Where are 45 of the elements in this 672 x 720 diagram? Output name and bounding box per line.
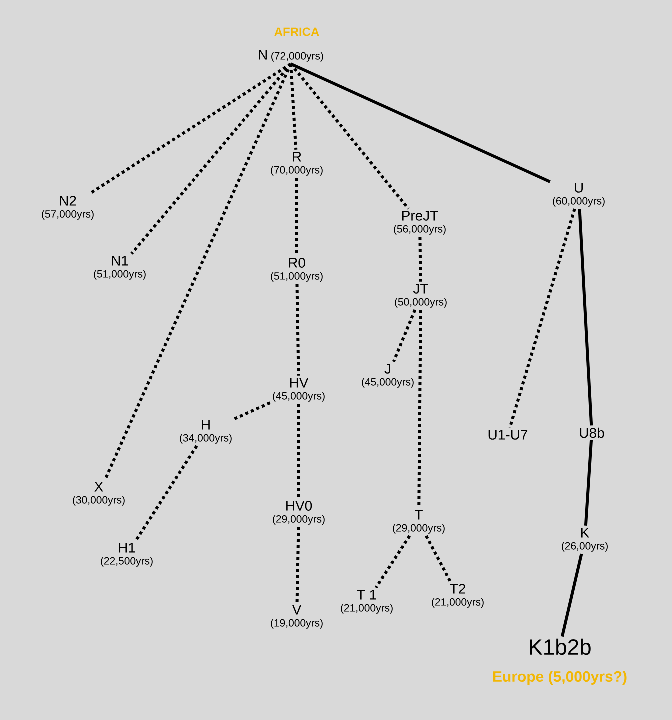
haplogroup-label: U1-U7 bbox=[488, 430, 528, 440]
branch-line bbox=[104, 64, 292, 481]
haplogroup-label: T (29,000yrs) bbox=[393, 510, 445, 534]
branch-line bbox=[134, 445, 198, 542]
branch-line bbox=[290, 64, 298, 150]
haplogroup-label: U (60,000yrs) bbox=[553, 183, 605, 207]
branch-line bbox=[584, 440, 594, 526]
branch-line bbox=[392, 310, 417, 362]
branch-line bbox=[374, 535, 412, 589]
region-label: AFRICA bbox=[274, 28, 320, 36]
haplogroup-label: T 1 (21,000yrs) bbox=[341, 590, 393, 614]
branch-line bbox=[298, 404, 300, 499]
branch-line bbox=[130, 63, 292, 255]
branch-line bbox=[425, 535, 452, 583]
branch-line bbox=[578, 209, 594, 426]
haplogroup-label: V (19,000yrs) bbox=[271, 605, 323, 629]
haplogroup-label: J (45,000yrs) bbox=[362, 364, 414, 388]
branch-line bbox=[418, 237, 422, 282]
branch-line bbox=[290, 63, 410, 210]
haplogroup-label: HV0 (29,000yrs) bbox=[273, 501, 325, 525]
region-label: Europe (5,000yrs?) bbox=[493, 671, 627, 685]
haplogroup-label: N (72,000yrs) bbox=[259, 50, 324, 62]
haplogroup-label: K (26,00yrs) bbox=[562, 528, 608, 552]
haplogroup-label: X (30,000yrs) bbox=[73, 482, 125, 506]
branch-line bbox=[234, 402, 271, 420]
haplogroup-label: N1 (51,000yrs) bbox=[94, 256, 146, 280]
haplogroup-label: R (70,000yrs) bbox=[271, 152, 323, 176]
haplogroup-label: H (34,000yrs) bbox=[180, 420, 232, 444]
branch-line bbox=[508, 208, 576, 428]
branch-line bbox=[89, 62, 292, 196]
branch-line bbox=[418, 310, 422, 508]
haplogroup-label: H1 (22,500yrs) bbox=[101, 543, 153, 567]
haplogroup-label: K1b2b bbox=[530, 638, 591, 656]
haplogroup-label: T2 (21,000yrs) bbox=[432, 584, 484, 608]
haplogroup-label: N2 (57,000yrs) bbox=[42, 196, 94, 220]
branch-line bbox=[560, 554, 584, 638]
branch-line bbox=[296, 284, 300, 376]
haplogroup-label: JT (50,000yrs) bbox=[395, 284, 447, 308]
haplogroup-label: R0 (51,000yrs) bbox=[271, 258, 323, 282]
haplogroup-label: U8b bbox=[580, 428, 604, 438]
branch-line bbox=[296, 527, 300, 603]
branch-line bbox=[296, 178, 298, 256]
branch-line bbox=[290, 62, 551, 184]
haplogroup-label: PreJT (56,000yrs) bbox=[394, 211, 446, 235]
haplogroup-label: HV (45,000yrs) bbox=[273, 378, 325, 402]
